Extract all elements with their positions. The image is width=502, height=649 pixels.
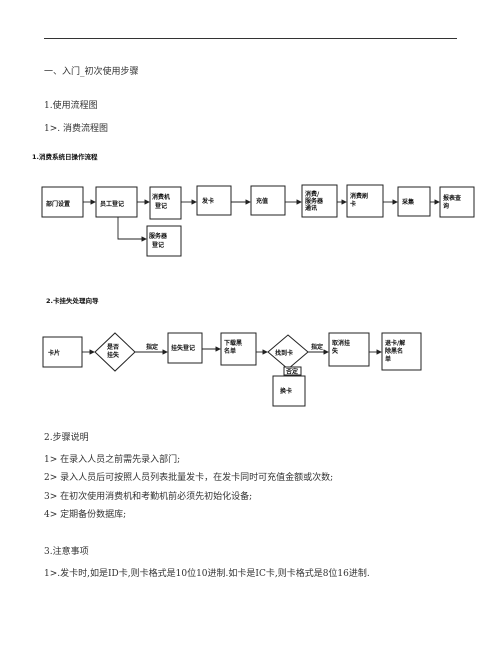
node-card-label: 卡片 bbox=[48, 349, 60, 357]
node-replace-card-label: 换卡 bbox=[280, 387, 292, 395]
node-download-blacklist-label-1: 下载黑 bbox=[224, 339, 242, 347]
node-report-query-label-2: 询 bbox=[443, 202, 449, 210]
node-issue-card bbox=[196, 185, 232, 216]
node-found-card-label: 找到卡 bbox=[275, 349, 293, 357]
step-4: 4> 定期备份数据库; bbox=[44, 510, 127, 520]
header-rule bbox=[44, 38, 457, 39]
node-refund-unblacklist bbox=[381, 332, 422, 371]
arrow bbox=[117, 217, 147, 242]
node-issue-card-label: 发卡 bbox=[201, 197, 214, 205]
node-download-blacklist bbox=[220, 332, 257, 366]
node-is-lost-decision bbox=[94, 332, 136, 372]
node-recharge bbox=[250, 185, 286, 216]
node-server-comm bbox=[301, 184, 338, 218]
node-swipe-card bbox=[346, 184, 384, 218]
edge-label-yes-2: 指定 bbox=[311, 343, 323, 351]
node-report-query-label-1: 报表查 bbox=[443, 194, 461, 202]
edge-label-no-box bbox=[283, 366, 302, 376]
node-card bbox=[42, 336, 83, 368]
node-server-register-label-2: 登记 bbox=[151, 241, 164, 249]
step-1: 1> 在录入人员之前需先录入部门; bbox=[44, 455, 181, 465]
node-server-comm-label-3: 通讯 bbox=[305, 204, 317, 212]
node-lost-register-label: 挂失登记 bbox=[171, 344, 195, 352]
node-replace-card bbox=[272, 375, 306, 407]
node-server-comm-label-2: 服务器 bbox=[305, 197, 324, 205]
section1-title: 1.使用流程图 bbox=[44, 101, 98, 111]
note-1: 1>.发卡时,如是ID卡,则卡格式是10位10进制.如卡是IC卡,则卡格式是8位… bbox=[44, 569, 370, 579]
node-cancel-lost bbox=[328, 332, 370, 367]
node-swipe-card-label-1: 消费刷 bbox=[350, 192, 368, 200]
step-2: 2> 录入人员后可按照人员列表批量发卡，在发卡同时可充值金额或次数; bbox=[44, 473, 334, 483]
node-refund-unblacklist-label-1: 退卡/解 bbox=[385, 339, 405, 347]
node-pos-register bbox=[149, 186, 182, 220]
node-cancel-lost-label-1: 取消挂 bbox=[332, 339, 350, 347]
node-collect bbox=[397, 186, 431, 217]
node-employee-register-label: 员工登记 bbox=[100, 200, 124, 208]
node-is-lost-label-1: 是否 bbox=[106, 343, 119, 351]
node-pos-register-label-1: 消费机 bbox=[152, 193, 170, 201]
node-refund-unblacklist-label-2: 除黑名 bbox=[385, 347, 403, 355]
edge-label-no: 否定 bbox=[286, 368, 298, 376]
step-3: 3> 在初次使用消费机和考勤机前必须先初始化设备; bbox=[44, 492, 253, 502]
node-server-register-label-1: 服务器 bbox=[149, 232, 168, 240]
node-collect-label: 采集 bbox=[402, 198, 415, 206]
page-heading: 一、入门_初次使用步骤 bbox=[44, 67, 139, 77]
node-server-register bbox=[146, 225, 182, 257]
node-download-blacklist-label-2: 名单 bbox=[224, 347, 236, 355]
edge-label-yes-1: 指定 bbox=[146, 343, 158, 351]
node-pos-register-label-2: 登记 bbox=[154, 202, 167, 210]
node-server-comm-label-1: 消费/ bbox=[305, 190, 320, 198]
node-swipe-card-label-2: 卡 bbox=[350, 200, 356, 208]
section3-title: 3.注意事项 bbox=[44, 547, 89, 557]
node-lost-register bbox=[167, 332, 203, 364]
node-department-setup-label: 部门设置 bbox=[46, 200, 70, 208]
node-is-lost-label-2: 挂失 bbox=[107, 351, 120, 359]
node-refund-unblacklist-label-3: 单 bbox=[385, 355, 391, 363]
node-report-query bbox=[439, 186, 475, 218]
section2-title: 2.步骤说明 bbox=[44, 433, 89, 443]
node-cancel-lost-label-2: 失 bbox=[332, 347, 339, 355]
section1-subtitle: 1>. 消费流程图 bbox=[44, 124, 108, 134]
diagram1-title: 1.消费系统日操作流程 bbox=[32, 153, 98, 161]
diagram2-title: 2.卡挂失处理向导 bbox=[46, 297, 99, 305]
node-recharge-label: 充值 bbox=[256, 197, 268, 205]
